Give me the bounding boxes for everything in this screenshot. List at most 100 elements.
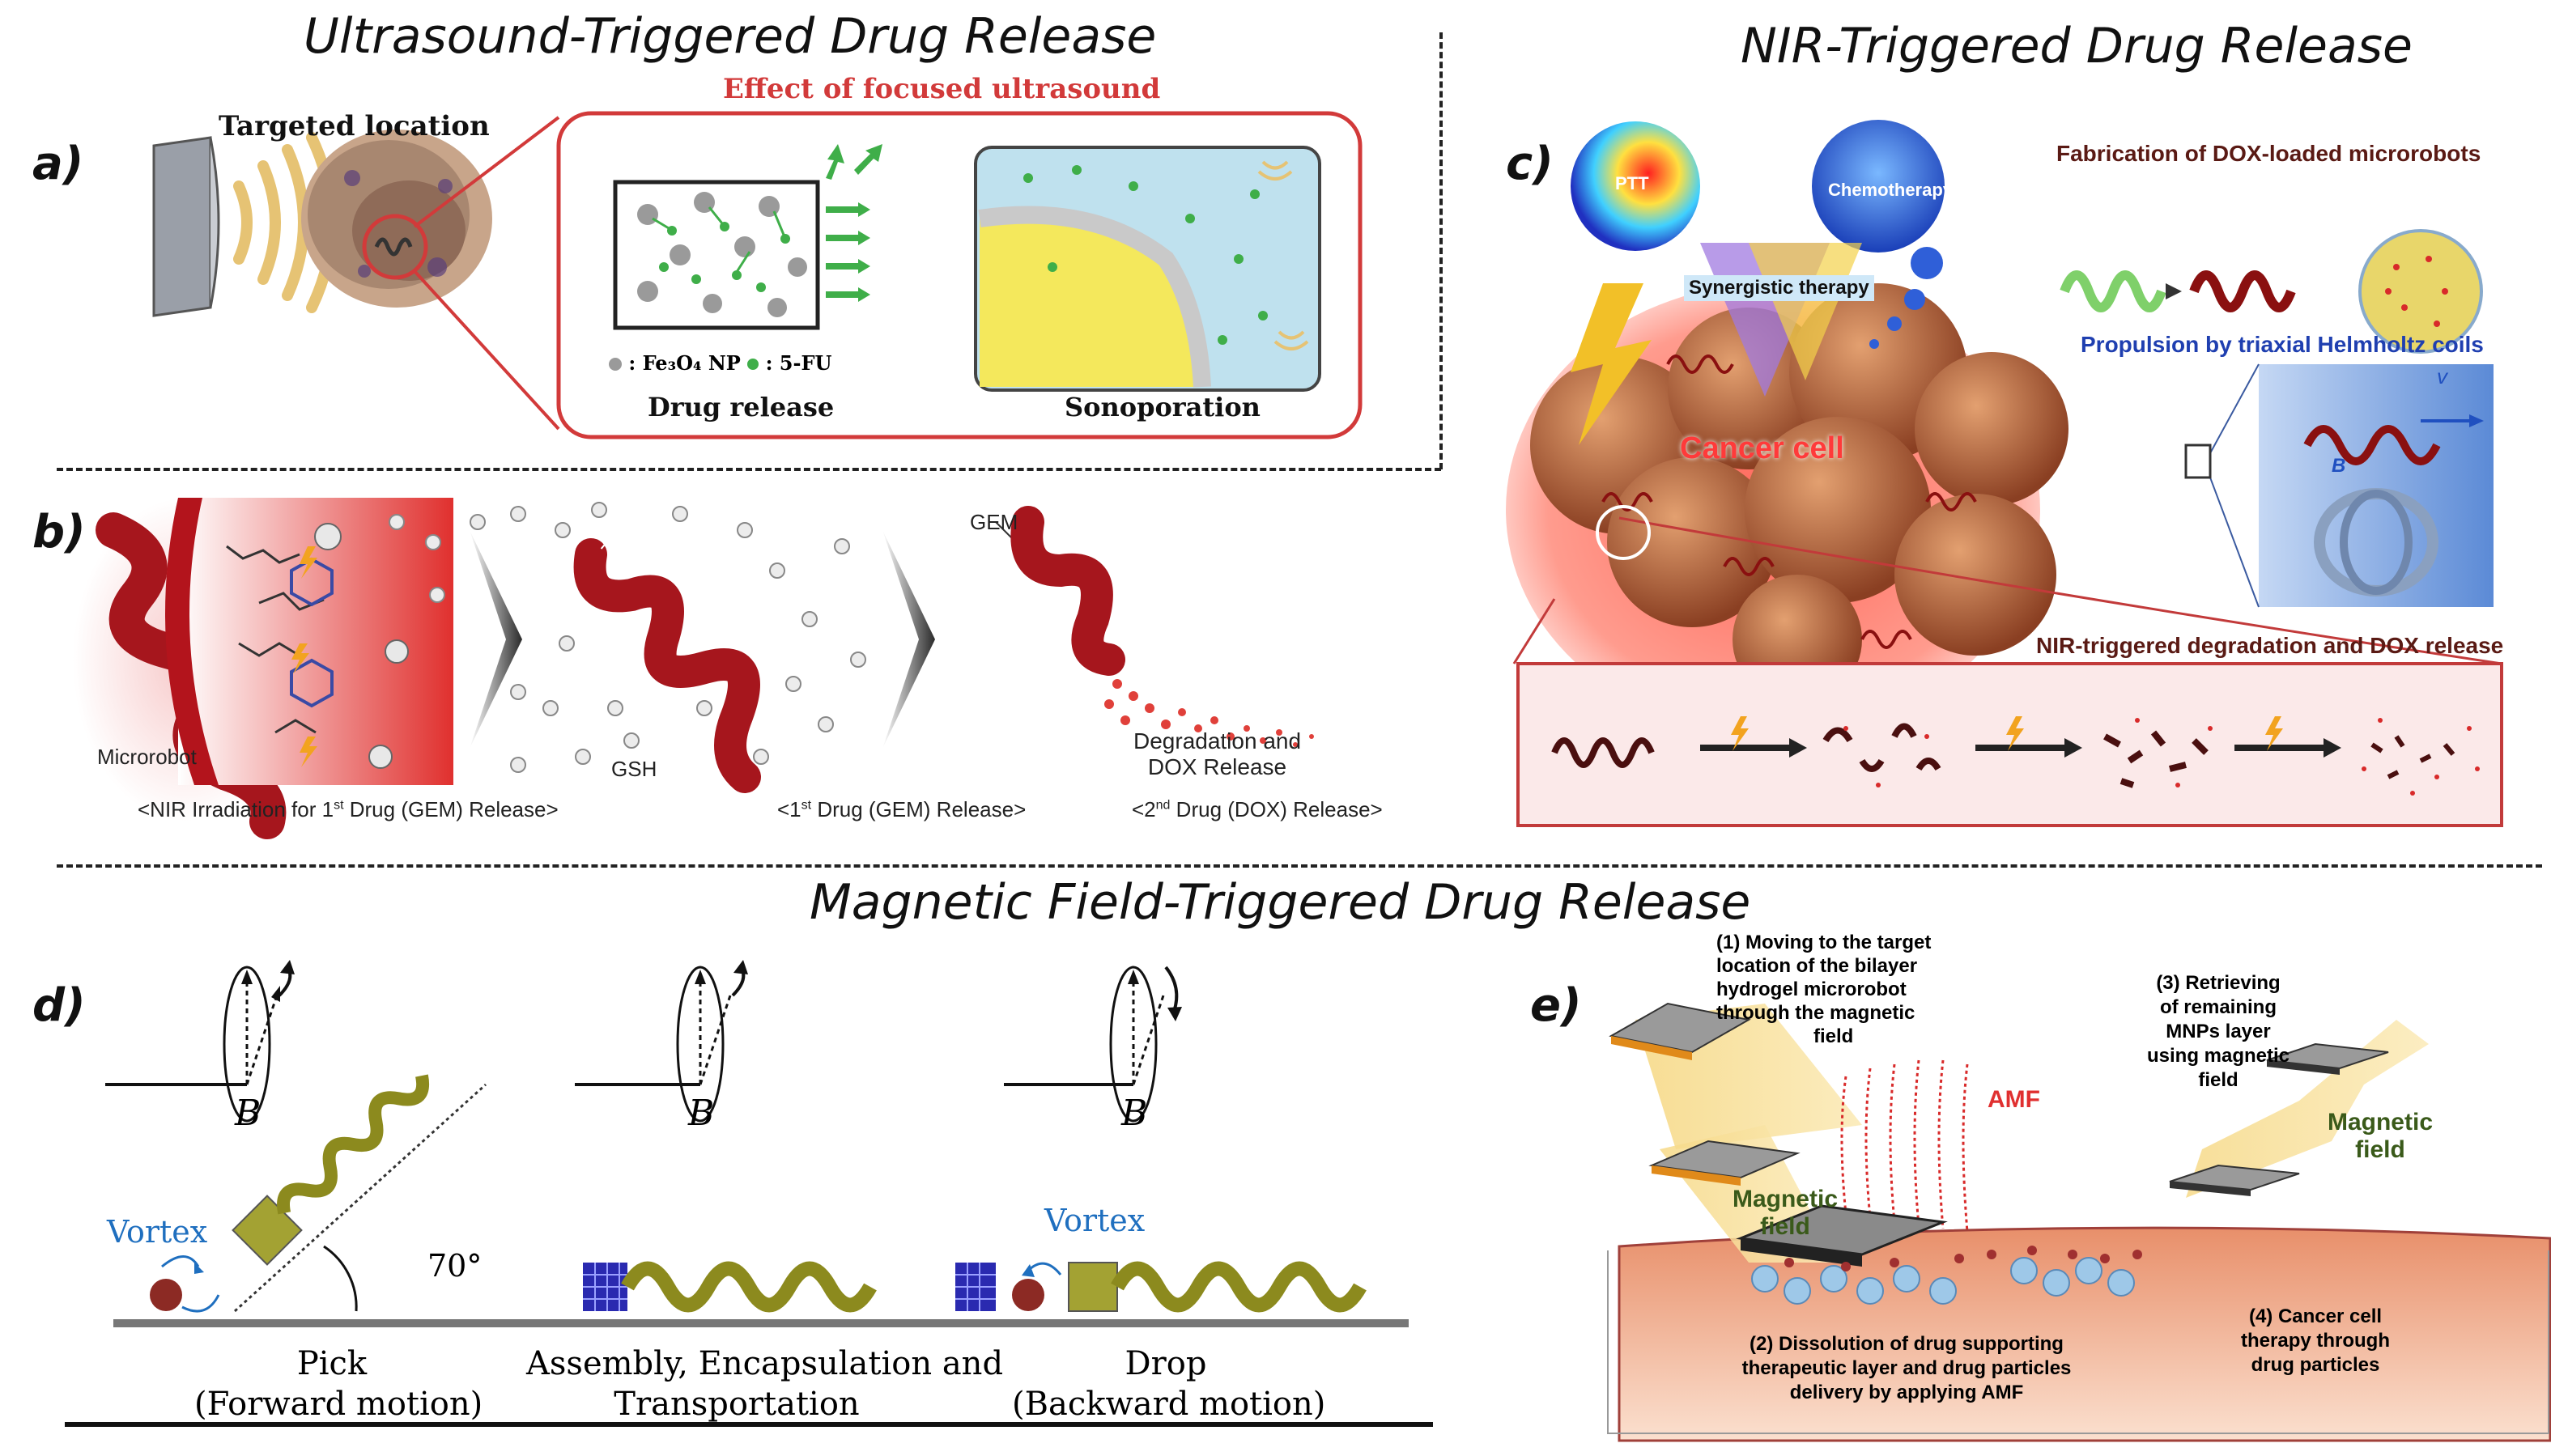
magnetic-field-right-label: Magnetic field [2315, 1109, 2445, 1164]
assembly-line-2: Transportation [614, 1386, 860, 1423]
caption-first-drug: <1st Drug (GEM) Release> [777, 797, 1026, 822]
drop-line-2: (Backward motion) [1012, 1386, 1326, 1423]
caption1-pre: <NIR Irradiation for 1 [138, 797, 334, 821]
ultrasound-transducer [152, 136, 220, 317]
sonoporation-box [974, 146, 1321, 392]
panel-letter-c: c) [1506, 138, 1554, 190]
step1-label: (1) Moving to the target location of the… [1716, 931, 1931, 1048]
synergistic-therapy-label: Synergistic therapy [1684, 275, 1874, 301]
fe3o4-legend: : Fe₃O₄ NP : 5-FU [609, 351, 831, 375]
step4-line-3: drug particles [2251, 1354, 2380, 1376]
field-diagram-2 [575, 960, 748, 1123]
b-vector-1: B [235, 1093, 261, 1134]
b-field-label: B [2332, 455, 2346, 477]
assembly-caption: Assembly, Encapsulation and Transportati… [526, 1344, 1003, 1424]
fe3o4-legend-text: : Fe₃O₄ NP [628, 351, 741, 375]
step1-line-1: (1) Moving to the target [1716, 932, 1932, 953]
fabrication-label: Fabrication of DOX-loaded microrobots [2056, 141, 2481, 166]
amf-label: AMF [1988, 1086, 2040, 1113]
step4-label: (4) Cancer cell therapy through drug par… [2226, 1305, 2404, 1377]
bilayer-robot-top [1609, 1002, 1751, 1060]
caption-nir-irradiation: <NIR Irradiation for 1st Drug (GEM) Rele… [138, 797, 559, 822]
step3-line-4: using magnetic [2146, 1045, 2290, 1067]
step1-line-5: field [1813, 1025, 1854, 1047]
targeted-tissue [301, 129, 492, 308]
retrieving-robot-1 [2266, 1042, 2389, 1075]
gem-label: GEM [970, 510, 1018, 534]
vertical-divider [1439, 32, 1443, 469]
pick-line-2: (Forward motion) [194, 1386, 483, 1423]
drug-release-box [613, 180, 820, 330]
release-arrows [826, 144, 882, 302]
drug-release-label: Drug release [648, 392, 835, 422]
step3-line-1: (3) Retrieving [2156, 972, 2281, 994]
5fu-dot-icon [747, 359, 759, 370]
vortex-label-1: Vortex [107, 1214, 208, 1250]
panel-e-illustration [1609, 1002, 2551, 1442]
amf-arrows [1840, 1059, 1969, 1233]
mf-left-line-2: field [1760, 1213, 1810, 1240]
panel-b-illustration [73, 498, 1314, 839]
field-diagram-3 [1004, 966, 1182, 1123]
cancer-cell-label: Cancer cell [1680, 431, 1844, 465]
caption-second-drug: <2nd Drug (DOX) Release> [1132, 797, 1383, 822]
gsh-label: GSH [611, 757, 657, 781]
magnetic-field-left-label: Magnetic field [1720, 1186, 1850, 1241]
step3-line-2: of remaining [2159, 996, 2277, 1018]
caption3-pre: <2 [1132, 797, 1156, 821]
step4-line-2: therapy through [2241, 1330, 2390, 1352]
divider-top-bottom [57, 864, 2542, 868]
mf-left-line-1: Magnetic [1732, 1186, 1839, 1212]
microrobot-helix-2 [573, 538, 761, 793]
caption1-sup: st [334, 798, 344, 813]
step2-line-3: delivery by applying AMF [1789, 1382, 2024, 1403]
degradation-line-2: DOX Release [1147, 754, 1287, 779]
panel-c-illustration [1506, 120, 2503, 827]
panel-letter-e: e) [1530, 979, 1582, 1032]
5fu-legend-text: : 5-FU [765, 351, 832, 375]
panel-letter-a: a) [32, 138, 84, 190]
pick-caption: Pick (Forward motion) [194, 1344, 483, 1424]
degradation-label: Degradation and DOX Release [1133, 728, 1301, 780]
magnetic-section-title: Magnetic Field-Triggered Drug Release [810, 874, 1751, 931]
b-vector-3: B [1121, 1093, 1148, 1134]
degrading-microrobot [1010, 506, 1125, 676]
nir-degradation-label: NIR-triggered degradation and DOX releas… [2036, 633, 2504, 658]
retrieving-robot-2 [2169, 1164, 2300, 1196]
sonoporation-label: Sonoporation [1065, 392, 1261, 422]
panel-e-frame [1607, 1250, 2549, 1434]
caption2-pre: <1 [777, 797, 801, 821]
gem-particles [389, 502, 866, 773]
panel-d-illustration [65, 960, 1433, 1427]
step1-line-3: hydrogel microrobot [1716, 978, 1907, 1000]
step2-line-2: therapeutic layer and drug particles [1741, 1357, 2072, 1379]
propulsion-label: Propulsion by triaxial Helmholtz coils [2081, 332, 2484, 357]
velocity-label: v [2437, 364, 2447, 388]
step1-line-2: location of the bilayer [1716, 955, 1918, 977]
ultrasound-section-title: Ultrasound-Triggered Drug Release [304, 8, 1157, 65]
degradation-sequence [1551, 716, 2480, 796]
degradation-line-1: Degradation and [1133, 728, 1302, 753]
tissue-cells [1751, 1257, 2135, 1305]
drug-particles [1784, 1246, 2142, 1271]
caption2-sup: st [801, 798, 812, 813]
step2-line-1: (2) Dissolution of drug supporting [1750, 1333, 2064, 1355]
bilayer-robot-middle [1648, 1140, 1801, 1186]
fabrication-illustration [2060, 229, 2483, 354]
chemotherapy-label: Chemotherapy [1828, 180, 1954, 200]
helical-robot-drop [955, 1261, 1367, 1313]
nir-section-title: NIR-Triggered Drug Release [1741, 18, 2413, 74]
panel-letter-b: b) [32, 506, 86, 558]
step2-label: (2) Dissolution of drug supporting thera… [1724, 1332, 2089, 1405]
caption1-post: Drug (GEM) Release> [343, 797, 559, 821]
drop-caption: Drop (Backward motion) [1012, 1344, 1326, 1424]
mf-right-line-2: field [2355, 1136, 2405, 1163]
drop-line-1: Drop [1125, 1345, 1207, 1382]
caption2-post: Drug (GEM) Release> [811, 797, 1027, 821]
step3-line-5: field [2198, 1069, 2239, 1091]
step3-line-3: MNPs layer [2166, 1021, 2271, 1042]
dox-particles [1104, 679, 1314, 747]
caption3-post: Drug (DOX) Release> [1170, 797, 1383, 821]
panel-a-illustration [152, 111, 1363, 439]
b-vector-2: B [688, 1093, 715, 1134]
